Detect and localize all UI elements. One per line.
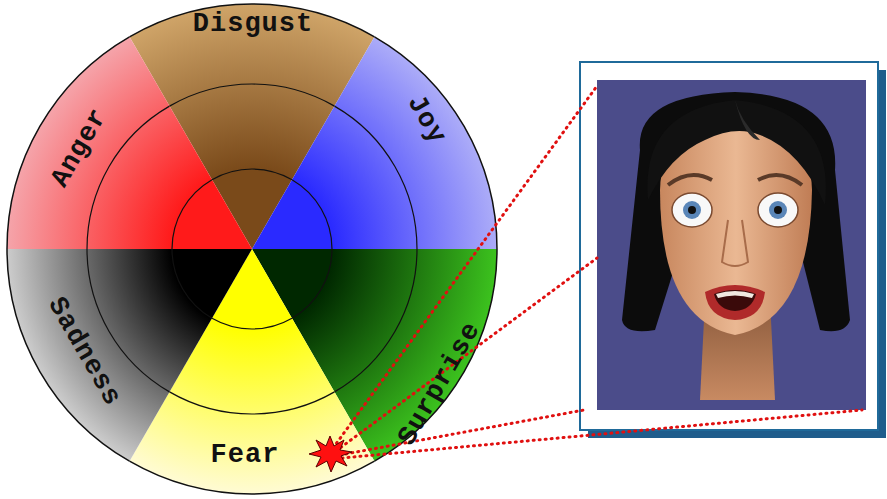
ring-arc [292, 249, 332, 318]
image-ground [597, 80, 866, 410]
sector-wedge [130, 249, 375, 494]
emotion-label: Joy [401, 91, 450, 149]
ring-arc [130, 461, 375, 494]
nose [722, 220, 748, 266]
ring-arc [212, 318, 292, 329]
ring-arc [170, 392, 335, 414]
emotion-sector: Sadness [0, 0, 510, 499]
ring-arc [7, 37, 130, 249]
lips [705, 285, 765, 320]
ring-arc [335, 106, 418, 249]
frame [580, 62, 878, 430]
leader-line [333, 86, 597, 448]
emotion-label: Sadness [42, 293, 126, 411]
emotion-sector: Surprise [0, 0, 510, 499]
frame-shadow [588, 70, 886, 438]
sector-shape [0, 0, 510, 499]
eyebrow [758, 175, 802, 185]
pupil [774, 206, 782, 214]
emotion-sector: Anger [0, 0, 510, 499]
emotion-label: Fear [211, 442, 280, 469]
emotion-label: Disgust [193, 11, 313, 38]
emotion-label: Anger [47, 104, 113, 192]
emotion-sector: Disgust [0, 0, 510, 499]
ring-arc [375, 37, 498, 249]
sector-shape [0, 0, 510, 499]
sector-shape [0, 0, 510, 499]
iris [683, 201, 701, 219]
ring-arc [335, 249, 418, 392]
leader-line [336, 258, 597, 451]
emotion-sector: Joy [0, 0, 510, 499]
eyebrow [668, 175, 712, 185]
leader-line [342, 410, 862, 458]
mouth [714, 290, 756, 311]
ring-arc [87, 106, 170, 249]
sector-wedge [252, 249, 497, 461]
sector-wedge [130, 4, 375, 249]
sector-wedge [7, 37, 252, 249]
ring-arc [292, 180, 332, 249]
marker-star [309, 436, 352, 472]
ring-arc [172, 249, 212, 318]
eye [758, 193, 798, 227]
emotion-sector: Fear [0, 0, 510, 499]
hair-parting [735, 100, 760, 140]
leader-line [340, 410, 584, 455]
sector-wedge [7, 249, 252, 461]
pupil [688, 206, 696, 214]
ring-arc [170, 84, 335, 106]
ring-arc [172, 180, 212, 249]
sector-wedge [252, 37, 497, 249]
iris [769, 201, 787, 219]
teeth [716, 291, 754, 298]
ring-arc [375, 249, 498, 461]
emotion-wheel: DisgustJoySurpriseFear Sadness Anger [0, 0, 510, 499]
ring-arc [7, 249, 130, 461]
emotion-label: Surprise [394, 318, 486, 451]
ring-arc [87, 249, 170, 392]
sector-shape [0, 0, 510, 499]
ring-arc [212, 169, 292, 180]
hair-fringe [647, 100, 826, 205]
sector-shape [0, 0, 510, 499]
sector-shape [0, 0, 510, 499]
eye [672, 193, 712, 227]
ring-arc [130, 4, 375, 37]
